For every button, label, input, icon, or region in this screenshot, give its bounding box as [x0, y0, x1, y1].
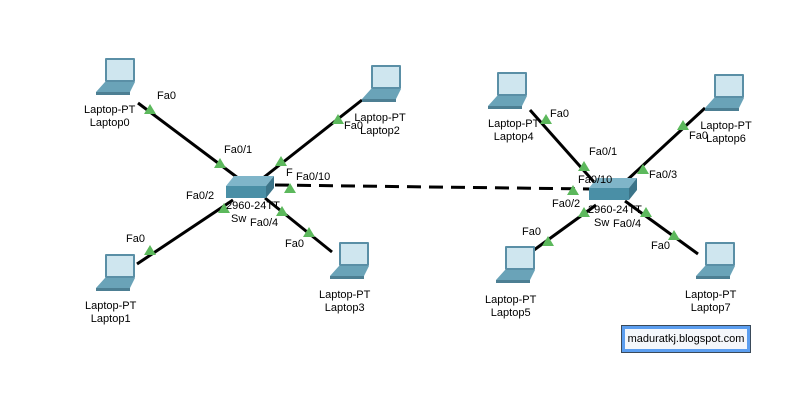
port-label: Fa0/1	[224, 144, 253, 156]
switch0-model: 2960-24TT	[226, 200, 280, 212]
laptop-icon[interactable]	[486, 70, 530, 110]
laptop-icon[interactable]	[694, 240, 738, 280]
port-up-icon	[640, 207, 652, 217]
port-up-icon	[668, 230, 680, 240]
device-model: Laptop-PT	[319, 289, 371, 301]
port-up-icon	[275, 156, 287, 166]
port-label: Fa0/2	[552, 198, 581, 210]
device-model: Laptop-PT	[354, 112, 406, 124]
laptop-icon[interactable]	[360, 63, 404, 103]
port-indicators	[144, 104, 689, 255]
port-up-icon	[303, 227, 315, 237]
port-label: Fa0	[157, 90, 176, 102]
port-up-icon	[637, 164, 649, 174]
device-name: Laptop1	[90, 313, 131, 325]
laptop-icon[interactable]	[328, 240, 372, 280]
credit-badge: maduratkj.blogspot.com	[621, 325, 751, 353]
switch1-model: 2960-24TT	[588, 204, 642, 216]
port-label: Fa0	[344, 120, 363, 132]
port-label: Fa0/4	[613, 218, 642, 230]
port-label: Fa0/1	[589, 146, 618, 158]
port-up-icon	[540, 114, 552, 124]
device-name: Laptop5	[490, 307, 531, 319]
port-label: Fa0	[126, 233, 145, 245]
port-up-icon	[144, 245, 156, 255]
switch1-name: Sw	[594, 217, 610, 229]
device-model: Laptop-PT	[85, 300, 137, 312]
port-label: Fa0	[550, 108, 569, 120]
port-up-icon	[332, 114, 344, 124]
port-up-icon	[276, 206, 288, 216]
device-model: Laptop-PT	[700, 120, 752, 132]
port-up-icon	[542, 236, 554, 246]
laptop-icon[interactable]	[94, 252, 138, 292]
switch-icon[interactable]	[589, 176, 639, 202]
port-up-icon	[218, 203, 230, 213]
port-up-icon	[578, 161, 590, 171]
laptop-icon[interactable]	[94, 56, 138, 96]
device-model: Laptop-PT	[485, 294, 537, 306]
link-switch0-switch1[interactable]	[274, 183, 593, 191]
device-name: Laptop0	[89, 117, 130, 129]
port-label: F	[286, 167, 293, 179]
switch-icon[interactable]	[226, 174, 276, 200]
device-name: Laptop3	[324, 302, 365, 314]
link-laptop2-switch0[interactable]	[262, 98, 363, 180]
laptop-icon[interactable]	[494, 244, 538, 284]
port-label: Fa0	[522, 226, 541, 238]
port-up-icon	[677, 120, 689, 130]
device-name: Laptop7	[690, 302, 731, 314]
port-label: Fa0/4	[250, 217, 279, 229]
port-label: Fa0/3	[649, 169, 678, 181]
device-model: Laptop-PT	[488, 118, 540, 130]
link-laptop3-switch0[interactable]	[264, 196, 333, 254]
port-label: Fa0	[689, 130, 708, 142]
port-up-icon	[214, 158, 226, 168]
port-up-icon	[284, 183, 296, 193]
device-model: Laptop-PT	[84, 104, 136, 116]
port-label: Fa0	[285, 238, 304, 250]
port-up-icon	[567, 185, 579, 195]
switch0-name: Sw	[231, 213, 247, 225]
port-label: Fa0/10	[296, 171, 331, 183]
port-label: Fa0	[651, 240, 670, 252]
link-laptop6-switch1[interactable]	[623, 106, 707, 184]
credit-text: maduratkj.blogspot.com	[625, 329, 747, 349]
link-laptop7-switch1[interactable]	[624, 199, 699, 256]
device-name: Laptop2	[360, 125, 400, 137]
port-up-icon	[144, 104, 156, 114]
port-label: Fa0/10	[578, 174, 613, 186]
link-laptop4-switch1[interactable]	[528, 109, 596, 183]
device-name: Laptop4	[493, 131, 534, 143]
laptop-icon[interactable]	[703, 72, 747, 112]
device-name: Laptop6	[706, 133, 746, 145]
device-model: Laptop-PT	[685, 289, 737, 301]
port-label: Fa0/2	[186, 190, 215, 202]
port-up-icon	[578, 207, 590, 217]
